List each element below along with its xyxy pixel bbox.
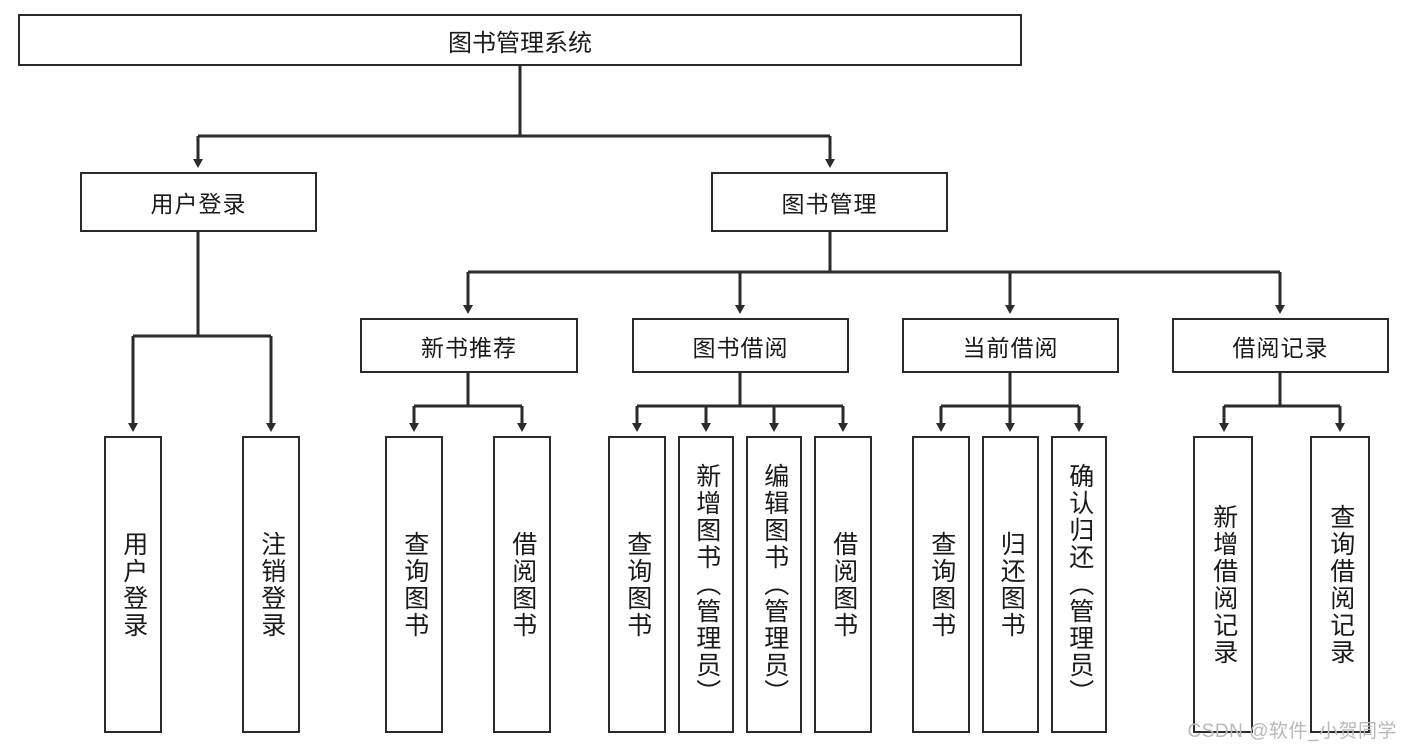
node-leaf-user-logout-label: 注销登录 <box>257 530 286 639</box>
node-leaf-edit-book-label: 编辑图书（管理员） <box>760 463 789 706</box>
node-leaf-user-login[interactable]: 用户登录 <box>104 436 162 733</box>
node-borrow-record[interactable]: 借阅记录 <box>1172 318 1389 373</box>
node-leaf-query-record-label: 查询借阅记录 <box>1326 503 1355 666</box>
node-leaf-query-book-1[interactable]: 查询图书 <box>385 436 443 733</box>
node-current-borrow-label: 当前借阅 <box>962 334 1059 361</box>
node-leaf-add-record[interactable]: 新增借阅记录 <box>1193 436 1253 733</box>
node-borrow-record-label: 借阅记录 <box>1232 334 1329 361</box>
node-book-borrow-label: 图书借阅 <box>692 334 789 361</box>
node-leaf-edit-book[interactable]: 编辑图书（管理员） <box>746 436 802 733</box>
node-leaf-return-book[interactable]: 归还图书 <box>982 436 1039 733</box>
node-user-login[interactable]: 用户登录 <box>80 172 317 232</box>
node-leaf-add-record-label: 新增借阅记录 <box>1209 503 1238 666</box>
node-leaf-user-logout[interactable]: 注销登录 <box>242 436 300 733</box>
node-leaf-query-book-3[interactable]: 查询图书 <box>912 436 970 733</box>
node-current-borrow[interactable]: 当前借阅 <box>902 318 1119 373</box>
node-leaf-borrow-book-1-label: 借阅图书 <box>508 530 537 639</box>
node-book-borrow[interactable]: 图书借阅 <box>632 318 849 373</box>
node-leaf-borrow-book-2[interactable]: 借阅图书 <box>814 436 872 733</box>
node-leaf-query-book-3-label: 查询图书 <box>927 530 956 639</box>
node-leaf-add-book[interactable]: 新增图书（管理员） <box>678 436 734 733</box>
csdn-watermark: CSDN @软件_小贺同学 <box>1187 721 1397 742</box>
node-new-book-recommend[interactable]: 新书推荐 <box>360 318 578 373</box>
node-leaf-add-book-label: 新增图书（管理员） <box>692 463 721 706</box>
node-book-manage-label: 图书管理 <box>781 191 878 217</box>
node-leaf-user-login-label: 用户登录 <box>119 530 148 639</box>
node-leaf-borrow-book-1[interactable]: 借阅图书 <box>493 436 551 733</box>
node-leaf-confirm-return[interactable]: 确认归还（管理员） <box>1051 436 1107 733</box>
node-leaf-query-record[interactable]: 查询借阅记录 <box>1310 436 1370 733</box>
node-leaf-return-book-label: 归还图书 <box>997 530 1026 639</box>
node-leaf-confirm-return-label: 确认归还（管理员） <box>1065 463 1094 706</box>
node-book-manage[interactable]: 图书管理 <box>711 172 948 232</box>
node-leaf-query-book-2-label: 查询图书 <box>623 530 652 639</box>
node-root[interactable]: 图书管理系统 <box>18 14 1022 66</box>
node-leaf-borrow-book-2-label: 借阅图书 <box>829 530 858 639</box>
node-leaf-query-book-2[interactable]: 查询图书 <box>608 436 666 733</box>
node-root-label: 图书管理系统 <box>448 29 592 57</box>
node-leaf-query-book-1-label: 查询图书 <box>400 530 429 639</box>
node-user-login-label: 用户登录 <box>150 191 247 217</box>
node-new-book-recommend-label: 新书推荐 <box>421 334 517 361</box>
